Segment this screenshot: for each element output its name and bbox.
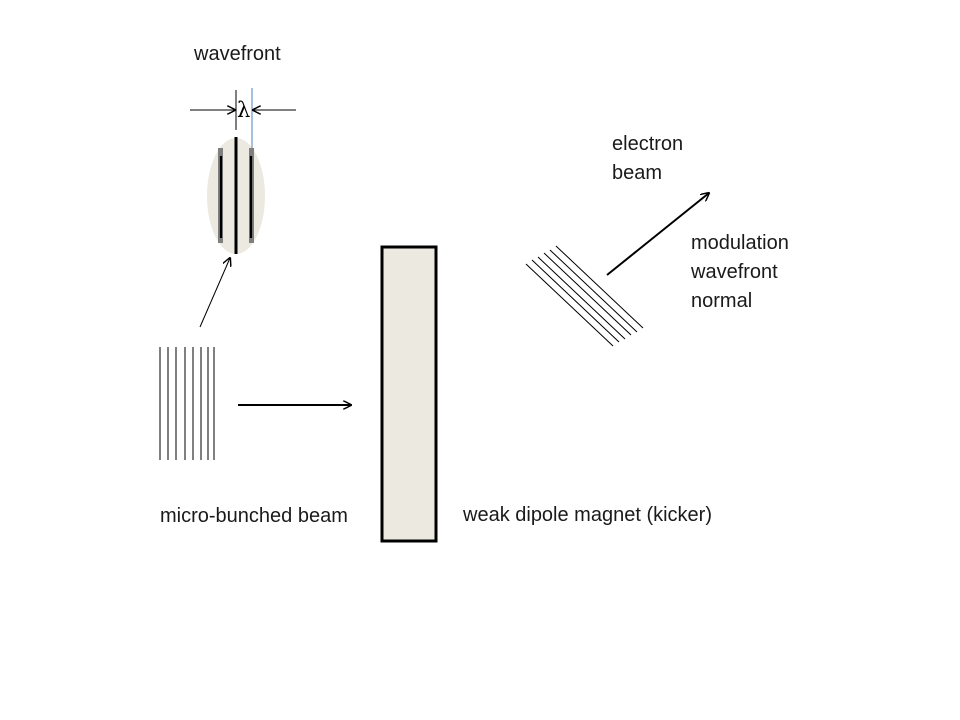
micro-bunched-beam-lines bbox=[159, 347, 215, 460]
label-kicker: weak dipole magnet (kicker) bbox=[463, 504, 712, 526]
tilted-line bbox=[537, 256, 626, 340]
tilted-line bbox=[543, 252, 632, 336]
dipole-magnet bbox=[380, 245, 438, 543]
label-micro-bunched-beam: micro-bunched beam bbox=[160, 505, 348, 527]
tilted-line bbox=[555, 245, 644, 329]
label-wavefront: wavefront bbox=[194, 43, 281, 65]
label-electron-beam: electron beam bbox=[612, 133, 684, 184]
tilted-line bbox=[531, 259, 620, 343]
wavefront-inset: λ bbox=[190, 88, 296, 254]
lambda-symbol: λ bbox=[237, 98, 250, 122]
wavefront-normal-arrow bbox=[606, 193, 709, 276]
tilted-line bbox=[525, 263, 614, 347]
pointer-arrow bbox=[199, 258, 230, 328]
tilted-wavefront-lines bbox=[525, 245, 644, 347]
label-modulation-wavefront-normal: modulation wavefront normal bbox=[691, 232, 789, 312]
tilted-line bbox=[549, 249, 638, 333]
